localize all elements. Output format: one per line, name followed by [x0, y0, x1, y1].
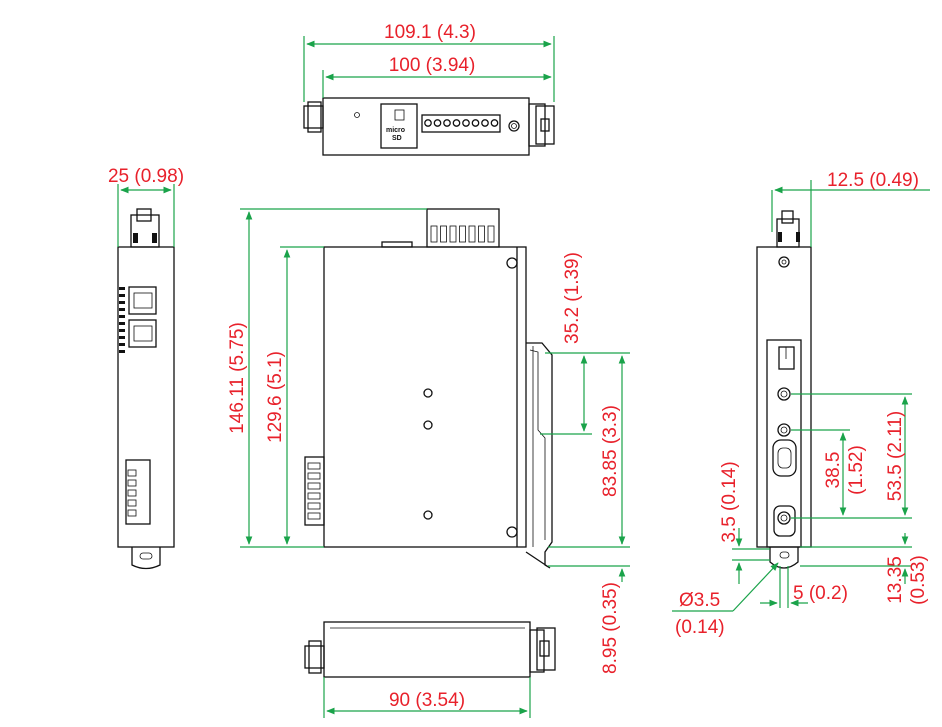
vent-slot	[119, 329, 125, 332]
dim-tab-height-a: 13.35	[885, 556, 906, 604]
front-view	[304, 208, 553, 569]
dim-din-span: 83.85 (3.3)	[600, 405, 621, 497]
vent-slot	[119, 308, 125, 311]
dim-bottom-depth: 90 (3.54)	[389, 690, 465, 711]
dim-height-overall: 146.11 (5.75)	[227, 322, 248, 434]
terminal-pin	[424, 119, 432, 127]
dim-side-width: 25 (0.98)	[108, 166, 184, 187]
terminal-pin	[471, 119, 480, 127]
micro-sd-label-b: SD	[392, 135, 402, 142]
left-pin	[307, 512, 321, 520]
left-pin	[307, 492, 321, 500]
dim-top-overall: 109.1 (4.3)	[384, 22, 476, 43]
terminal-pin	[443, 119, 451, 127]
dim-screw-span: 53.5 (2.11)	[885, 411, 906, 501]
right-side-view	[756, 210, 812, 569]
side-pin	[127, 499, 137, 507]
terminal-pins-top	[424, 119, 499, 127]
side-pin	[127, 469, 137, 477]
front-dimension-lines	[240, 208, 630, 582]
vent-slot	[119, 343, 125, 346]
terminal-pin	[433, 119, 442, 127]
vent-slot	[119, 294, 125, 297]
front-pin	[459, 225, 466, 243]
dim-hole-dia-b: (0.14)	[675, 617, 725, 638]
terminal-pin	[462, 119, 470, 127]
dim-screw-a: 38.5	[823, 452, 844, 489]
front-pin	[430, 225, 438, 243]
side-pin	[127, 489, 137, 497]
dim-din-upper: 35.2 (1.39)	[562, 252, 583, 344]
terminal-pin	[490, 119, 499, 127]
side-pin	[127, 509, 137, 517]
vent-slot	[119, 315, 125, 318]
front-pin	[440, 225, 447, 243]
side-dimension-lines	[117, 184, 175, 247]
dim-height-body: 129.6 (5.1)	[265, 351, 286, 443]
left-pin	[307, 482, 321, 490]
dim-hole-dia-a: Ø3.5	[679, 590, 720, 611]
micro-sd-label: micro	[386, 127, 405, 134]
dim-slot-offset: 3.5 (0.14)	[719, 461, 740, 542]
front-pin	[478, 225, 485, 243]
left-side-view	[117, 208, 175, 570]
vent-slot	[119, 322, 125, 325]
left-pin	[307, 462, 321, 470]
dim-right-width: 12.5 (0.49)	[827, 170, 919, 191]
vent-slot	[119, 301, 125, 304]
right-dimension-lines	[672, 180, 930, 612]
terminal-pin	[481, 119, 489, 127]
dim-top-body: 100 (3.94)	[389, 55, 476, 76]
dim-screw-b: (1.52)	[846, 445, 867, 495]
top-terminal-block	[430, 225, 495, 243]
top-dimension-lines	[303, 36, 555, 102]
terminal-pin	[452, 119, 461, 127]
dim-tab-height-b: (0.53)	[908, 555, 929, 605]
vent-slot	[119, 287, 125, 290]
top-view: micro SD	[303, 97, 555, 156]
vent-slots	[119, 287, 125, 353]
dim-tab-width: 5 (0.2)	[793, 583, 848, 604]
side-terminal-front	[307, 462, 321, 520]
bottom-view	[304, 621, 556, 678]
left-pin	[307, 472, 321, 480]
side-terminal-block	[127, 469, 137, 517]
bottom-dimension-lines	[323, 677, 531, 718]
left-pin	[307, 502, 321, 510]
front-pin	[468, 225, 476, 243]
vent-slot	[119, 336, 125, 339]
vent-slot	[119, 350, 125, 353]
front-pin	[487, 225, 495, 243]
front-pin	[449, 225, 457, 243]
dim-din-lower: 8.95 (0.35)	[600, 582, 621, 674]
side-pin	[127, 479, 137, 487]
